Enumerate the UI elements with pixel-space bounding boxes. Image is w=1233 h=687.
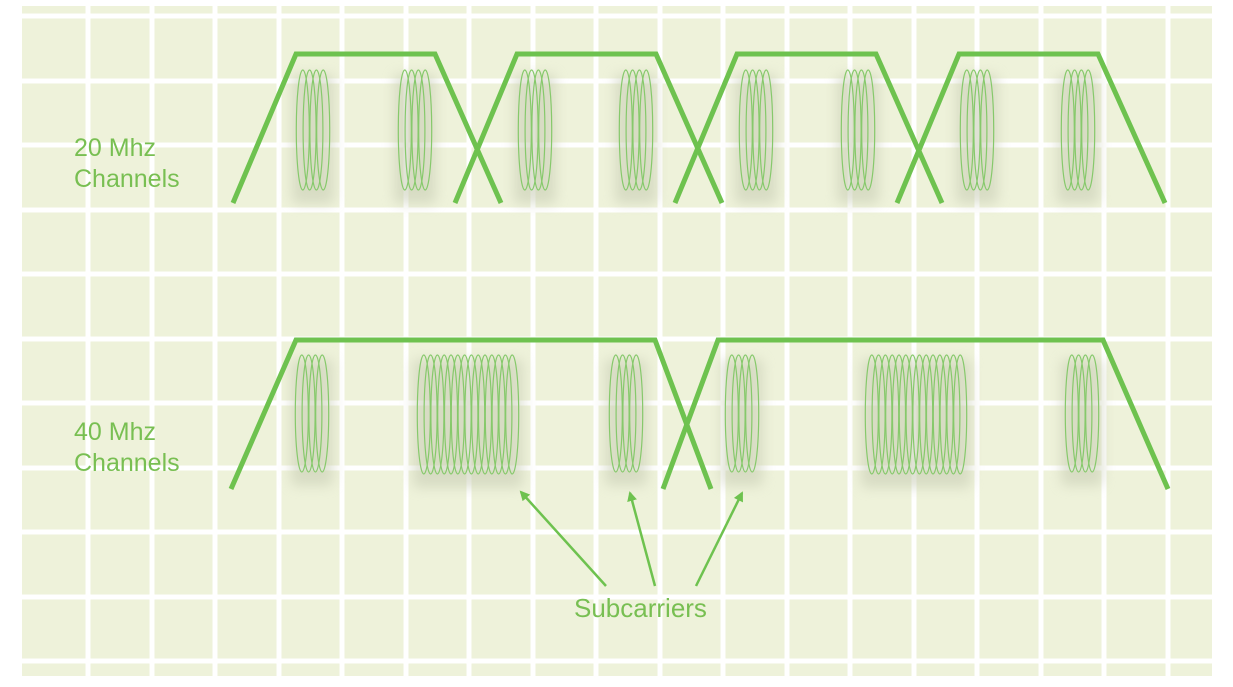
label-40mhz-channels: 40 Mhz Channels xyxy=(74,417,180,480)
subcarrier xyxy=(745,354,760,473)
subcarriers xyxy=(294,69,1100,475)
subcarrier xyxy=(608,354,623,473)
subcarrier xyxy=(309,69,324,191)
subcarrier xyxy=(905,354,920,475)
label-20mhz-line1: 20 Mhz xyxy=(74,134,156,162)
subcarrier-shadow xyxy=(412,359,524,488)
subcarrier-shadow xyxy=(860,359,972,488)
subcarrier-shadow xyxy=(614,74,658,204)
subcarrier xyxy=(505,354,520,475)
subcarrier xyxy=(517,69,532,191)
label-20mhz-channels: 20 Mhz Channels xyxy=(74,133,180,196)
subcarrier xyxy=(847,69,862,191)
subcarrier xyxy=(745,69,760,191)
subcarrier xyxy=(752,69,767,191)
channel-mask xyxy=(452,51,725,205)
subcarrier xyxy=(411,69,426,191)
subcarrier xyxy=(1081,69,1096,191)
subcarrier xyxy=(939,354,954,475)
subcarrier-shadow xyxy=(513,74,557,204)
subcarrier xyxy=(864,354,879,475)
subcarrier xyxy=(861,69,876,191)
subcarrier-shadow xyxy=(291,74,335,204)
subcarrier-shadow xyxy=(734,74,778,204)
channel-mask xyxy=(228,337,714,490)
subcarrier xyxy=(632,69,647,191)
subcarrier xyxy=(759,69,774,191)
subcarrier-shadow xyxy=(290,359,334,486)
subcarrier-shadow xyxy=(836,74,880,204)
subcarrier-shadow xyxy=(393,74,437,204)
subcarrier xyxy=(316,69,331,191)
label-20mhz-line2: Channels xyxy=(74,165,180,194)
channel-mask xyxy=(230,51,504,205)
subcarriers-label: Subcarriers xyxy=(574,593,707,623)
subcarrier-shadow xyxy=(1056,74,1100,204)
arrow-icon xyxy=(694,491,744,587)
subcarrier xyxy=(524,69,539,191)
subcarrier xyxy=(618,69,633,191)
subcarrier-shadow xyxy=(720,359,764,486)
subcarrier xyxy=(615,354,630,473)
subcarrier-arrows xyxy=(519,490,744,587)
subcarrier xyxy=(966,69,981,191)
subcarrier xyxy=(898,354,913,475)
subcarrier xyxy=(840,69,855,191)
subcarrier xyxy=(724,354,739,473)
subcarrier xyxy=(639,69,654,191)
label-40mhz-line1: 40 Mhz xyxy=(74,418,156,446)
subcarrier xyxy=(498,354,513,475)
subcarrier xyxy=(622,354,637,473)
subcarrier xyxy=(629,354,644,473)
subcarrier xyxy=(980,69,995,191)
subcarrier xyxy=(871,354,886,475)
subcarrier xyxy=(418,69,433,191)
subcarrier xyxy=(854,69,869,191)
subcarrier xyxy=(731,354,746,473)
label-40mhz-line2: Channels xyxy=(74,449,180,478)
subcarrier xyxy=(538,69,553,191)
subcarrier xyxy=(1078,354,1093,473)
subcarrier xyxy=(959,69,974,191)
subcarrier xyxy=(953,354,968,475)
subcarrier xyxy=(932,354,947,475)
channel-masks xyxy=(228,51,1171,490)
subcarrier xyxy=(946,354,961,475)
arrow-icon xyxy=(627,491,657,587)
channel-mask xyxy=(894,51,1168,205)
subcarrier xyxy=(1085,354,1100,473)
subcarrier xyxy=(738,69,753,191)
subcarrier xyxy=(1074,69,1089,191)
subcarrier-shadows xyxy=(290,74,1104,488)
channel-mask xyxy=(672,51,945,205)
subcarrier xyxy=(315,354,330,473)
subcarrier xyxy=(308,354,323,473)
subcarrier xyxy=(738,354,753,473)
subcarrier-shadow xyxy=(604,359,648,486)
subcarrier xyxy=(973,69,988,191)
arrow-icon xyxy=(519,490,607,587)
subcarrier-shadow xyxy=(1060,359,1104,486)
subcarrier-shadow xyxy=(955,74,999,204)
channel-mask xyxy=(660,337,1171,490)
subcarrier xyxy=(625,69,640,191)
subcarrier xyxy=(531,69,546,191)
